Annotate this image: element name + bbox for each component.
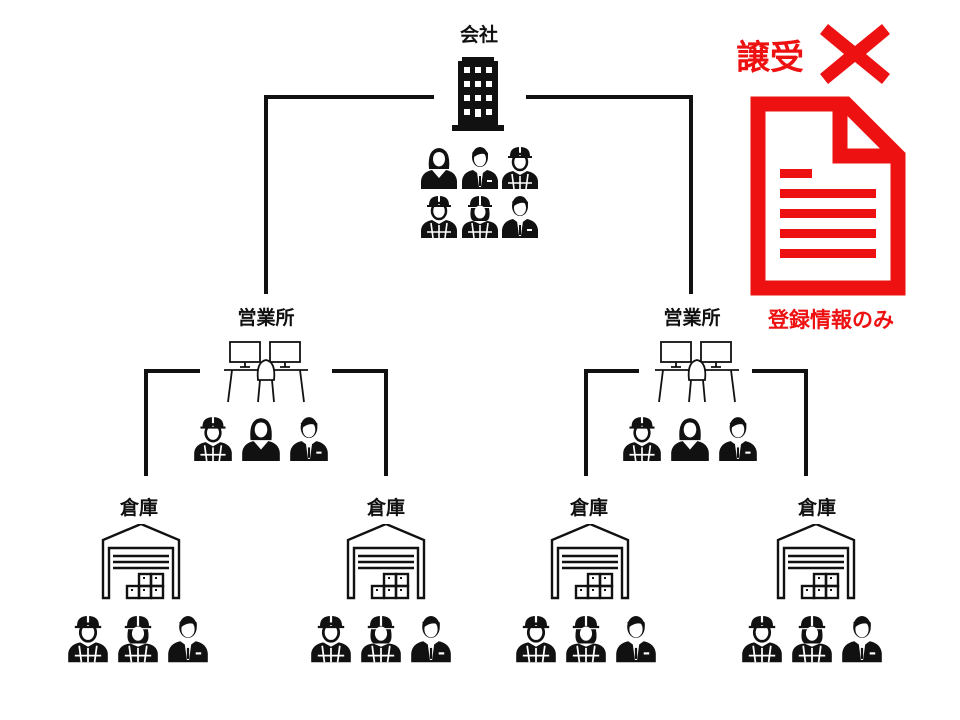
company-label: 会社 <box>459 24 499 46</box>
warehouse-icon <box>101 524 181 600</box>
warehouse-icon <box>346 524 426 600</box>
construction-worker-icon <box>621 415 663 461</box>
desk-workstation-icon <box>224 340 308 404</box>
construction-worker-icon <box>500 145 540 189</box>
warehouse-icon <box>550 524 630 600</box>
businessman-icon <box>288 415 330 461</box>
construction-worker-female-icon <box>564 610 608 666</box>
businessman-icon <box>500 194 540 238</box>
transfer-caption: 登録情報のみ <box>768 308 894 332</box>
construction-worker-icon <box>309 610 353 666</box>
construction-worker-icon <box>192 415 234 461</box>
office-label: 営業所 <box>237 307 295 329</box>
connector-company-office-2 <box>526 95 693 294</box>
construction-worker-female-icon <box>460 194 500 238</box>
warehouse-label: 倉庫 <box>569 497 609 519</box>
construction-worker-female-icon <box>116 610 160 666</box>
businessman-icon <box>166 610 210 666</box>
connector-office-1-warehouse-1 <box>144 369 200 476</box>
warehouse-label: 倉庫 <box>797 497 837 519</box>
businesswoman-icon <box>419 145 459 189</box>
construction-worker-icon <box>419 194 459 238</box>
businessman-icon <box>614 610 658 666</box>
desk-workstation-icon <box>655 340 739 404</box>
businessman-icon <box>460 145 500 189</box>
connector-company-office-1 <box>264 95 434 294</box>
office-building-icon <box>450 50 506 136</box>
warehouse-label: 倉庫 <box>366 497 406 519</box>
construction-worker-icon <box>740 610 784 666</box>
construction-worker-female-icon <box>359 610 403 666</box>
businesswoman-icon <box>669 415 711 461</box>
construction-worker-female-icon <box>790 610 834 666</box>
businessman-icon <box>840 610 884 666</box>
businessman-icon <box>717 415 759 461</box>
connector-office-2-warehouse-3 <box>584 369 639 476</box>
office-label: 営業所 <box>663 307 721 329</box>
construction-worker-icon <box>514 610 558 666</box>
businesswoman-icon <box>240 415 282 461</box>
warehouse-label: 倉庫 <box>119 497 159 519</box>
construction-worker-icon <box>66 610 110 666</box>
warehouse-icon <box>776 524 856 600</box>
transfer-title: 譲受 <box>736 38 804 78</box>
businessman-icon <box>409 610 453 666</box>
document-icon <box>750 96 906 296</box>
cross-mark-icon <box>820 24 890 84</box>
connector-office-2-warehouse-4 <box>752 369 808 476</box>
connector-office-1-warehouse-2 <box>332 369 388 476</box>
